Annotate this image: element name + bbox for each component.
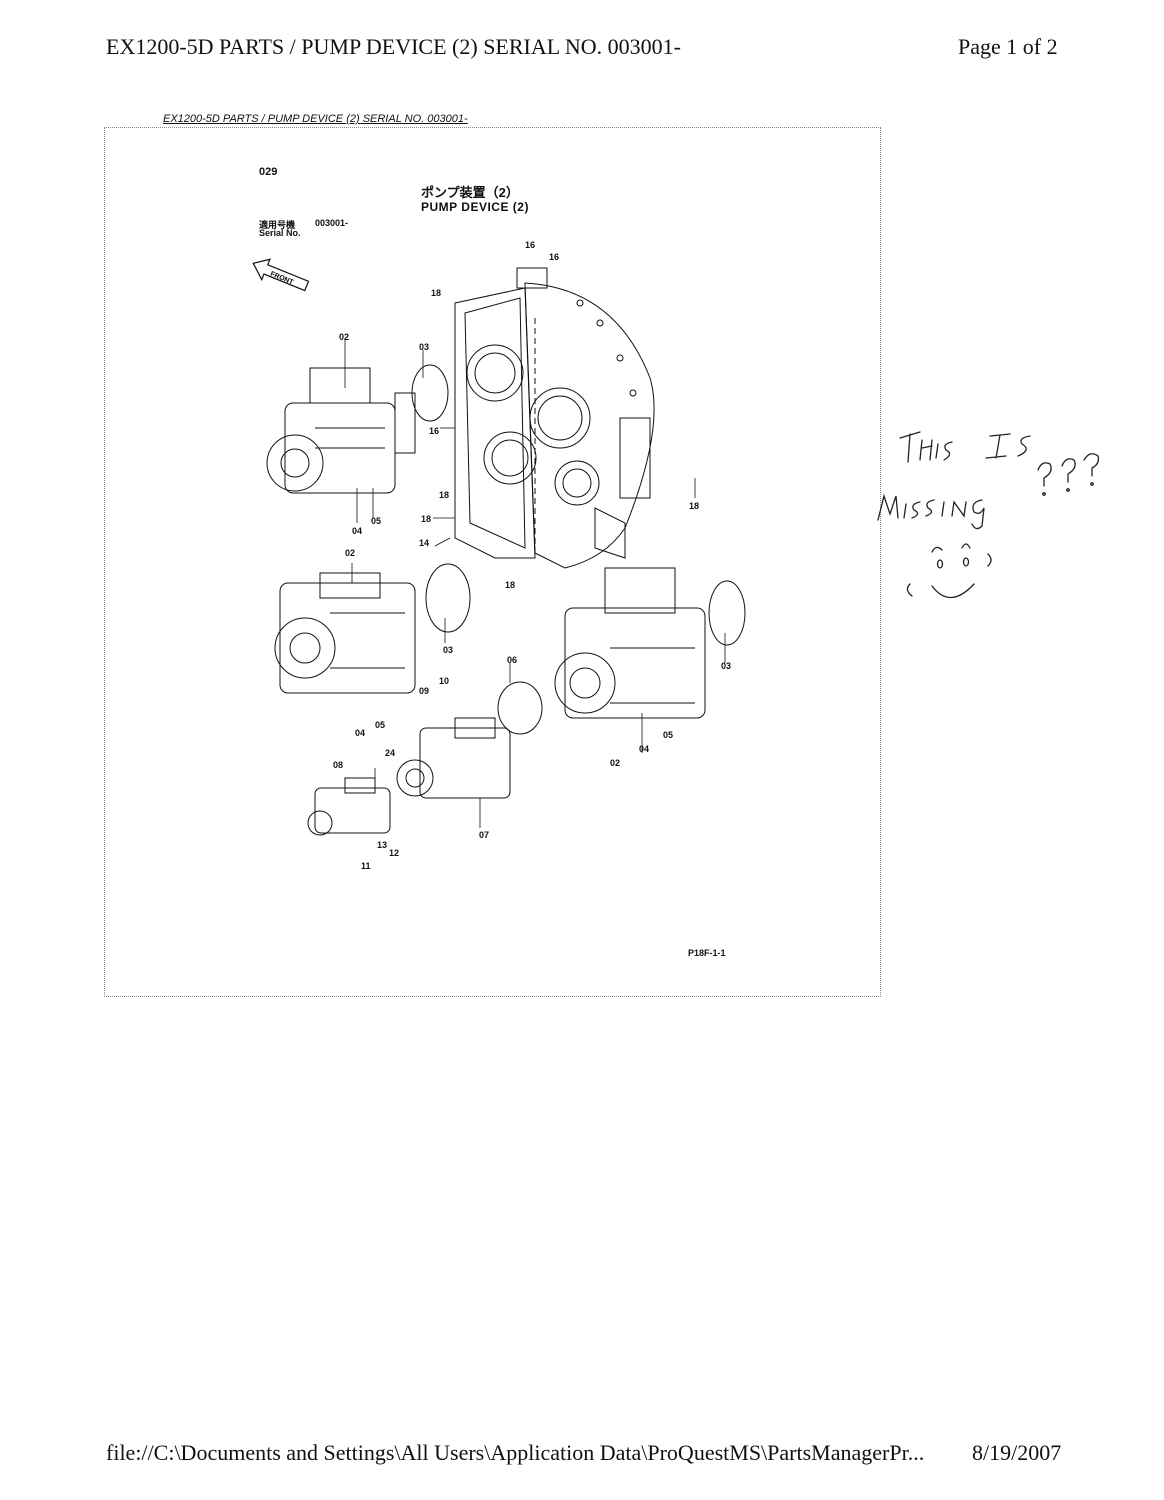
front-label: FRONT	[269, 271, 295, 287]
callout-04a: 04	[352, 526, 363, 536]
figure-number: 029	[259, 166, 278, 178]
diagram-title-en: PUMP DEVICE (2)	[421, 200, 529, 214]
callout-16a: 16	[525, 240, 536, 250]
callout-11: 11	[361, 861, 371, 871]
drawing-code: P18F-1-1	[688, 948, 726, 958]
callout-10: 10	[439, 676, 450, 686]
serial-label-en: Serial No.	[259, 228, 301, 238]
callout-14: 14	[419, 538, 430, 548]
diagram-title-jp: ポンプ装置（2）	[421, 185, 519, 200]
callout-03b: 03	[443, 645, 454, 655]
callout-02b: 02	[345, 548, 356, 558]
callout-18e: 18	[505, 580, 516, 590]
callout-05b: 05	[375, 720, 386, 730]
front-arrow-icon: FRONT	[252, 258, 310, 292]
callout-05c: 05	[663, 730, 674, 740]
callout-13: 13	[377, 840, 388, 850]
o-ring-03-right	[708, 580, 746, 646]
callout-02c: 02	[610, 758, 621, 768]
footer-file-path: file://C:\Documents and Settings\All Use…	[106, 1440, 925, 1465]
o-ring-03-top	[411, 364, 449, 422]
page-number: Page 1 of 2	[958, 34, 1058, 59]
figure-caption: EX1200-5D PARTS / PUMP DEVICE (2) SERIAL…	[163, 113, 468, 125]
main-pump-1	[266, 367, 416, 494]
gear-housing	[454, 267, 655, 569]
pilot-pump-07	[396, 717, 511, 799]
o-ring-03-mid	[425, 563, 471, 633]
gear-pump-08	[307, 777, 391, 836]
callout-03c: 03	[721, 661, 732, 671]
callout-18c: 18	[689, 501, 700, 511]
handwritten-note	[877, 431, 1100, 599]
callout-09: 09	[419, 686, 430, 696]
callout-18a: 18	[431, 288, 442, 298]
callout-16c: 16	[429, 426, 440, 436]
callout-04c: 04	[639, 744, 650, 754]
parts-diagram-frame: 029 ポンプ装置（2） PUMP DEVICE (2) 適用号機 003001…	[104, 127, 881, 997]
callout-05a: 05	[371, 516, 382, 526]
main-pump-2	[274, 572, 416, 694]
page-header-title: EX1200-5D PARTS / PUMP DEVICE (2) SERIAL…	[106, 34, 681, 59]
callout-07: 07	[479, 830, 490, 840]
exploded-view-drawing: FRONT	[252, 258, 746, 836]
footer-date: 8/19/2007	[972, 1440, 1062, 1465]
callout-24: 24	[385, 748, 396, 758]
callout-16b: 16	[549, 252, 560, 262]
o-ring-06	[497, 681, 543, 735]
callout-08: 08	[333, 760, 344, 770]
callout-12: 12	[389, 848, 400, 858]
callout-04b: 04	[355, 728, 366, 738]
callout-06: 06	[507, 655, 518, 665]
callout-03a: 03	[419, 342, 430, 352]
serial-label-jp: 適用号機	[259, 220, 296, 230]
callout-18d: 18	[421, 514, 432, 524]
callout-02a: 02	[339, 332, 350, 342]
callout-18b: 18	[439, 490, 450, 500]
main-pump-3	[554, 567, 706, 719]
serial-value: 003001-	[315, 218, 349, 228]
